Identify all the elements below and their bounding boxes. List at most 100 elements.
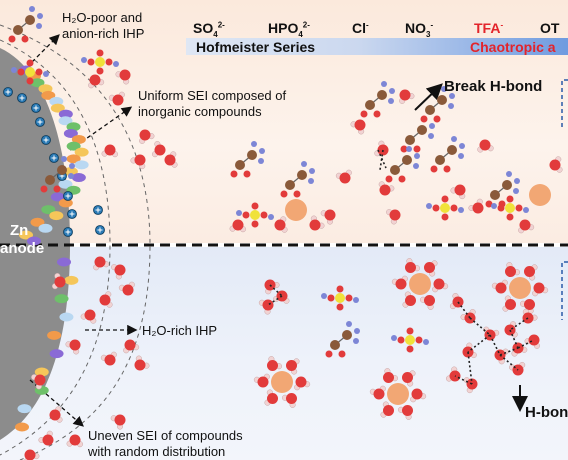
fluorine-atom xyxy=(389,88,395,94)
h-bond-line xyxy=(454,375,473,385)
water-oxygen-atom xyxy=(164,154,176,166)
water-oxygen-atom xyxy=(389,209,401,221)
carbon-atom xyxy=(297,170,307,180)
water-oxygen-atom xyxy=(104,354,116,366)
fluorine-atom xyxy=(251,141,257,147)
sei-particle xyxy=(49,349,64,359)
water-oxygen-atom xyxy=(286,360,297,372)
fluorine-atom xyxy=(353,338,359,344)
water-oxygen-atom xyxy=(119,69,131,81)
water-oxygen-atom xyxy=(114,414,126,426)
h-bond-line xyxy=(517,339,535,349)
carbon-atom xyxy=(45,175,55,185)
sulfur-atom xyxy=(405,335,415,345)
water-oxygen-atom xyxy=(267,392,278,404)
fluorine-atom xyxy=(429,123,435,129)
sei-particle xyxy=(38,223,53,233)
water-oxygen-atom xyxy=(324,209,336,221)
sei-particle xyxy=(66,141,81,151)
nitrogen-atom xyxy=(353,297,359,303)
oxygen-atom xyxy=(441,213,449,221)
water-oxygen-atom xyxy=(134,359,146,371)
water-oxygen-atom xyxy=(533,282,545,294)
water-oxygen-atom xyxy=(405,294,416,306)
arrow-sei-bottom xyxy=(29,379,84,427)
fluorine-atom xyxy=(309,168,315,174)
oxygen-atom xyxy=(336,303,344,311)
oxygen-atom xyxy=(251,202,259,210)
oxygen-atom xyxy=(400,145,408,153)
water-oxygen-atom xyxy=(139,129,151,141)
oxygen-atom xyxy=(443,165,451,173)
label-ihp-top-line1: H₂O-poor and xyxy=(62,10,143,25)
carbon-atom xyxy=(502,180,512,190)
carbon-atom xyxy=(425,105,435,115)
ion-no3: NO3- xyxy=(405,20,434,39)
sei-particle xyxy=(64,275,79,285)
water-oxygen-atom xyxy=(505,266,516,278)
hofmeister-gradient-bar xyxy=(186,38,568,55)
oxygen-atom xyxy=(413,145,421,153)
fluorine-atom xyxy=(458,153,464,159)
water-oxygen-atom xyxy=(379,184,391,196)
water-oxygen-atom xyxy=(69,339,81,351)
oxygen-atom xyxy=(497,204,505,212)
fluorine-atom xyxy=(354,328,360,334)
oxygen-atom xyxy=(406,345,414,353)
carbon-atom xyxy=(435,155,445,165)
arrow-break-hbond xyxy=(414,83,443,111)
nitrogen-atom xyxy=(81,57,87,63)
nitrogen-atom xyxy=(321,293,327,299)
sulfur-atom xyxy=(25,67,35,77)
sei-particle xyxy=(30,217,45,227)
carbon-atom xyxy=(57,165,67,175)
water-oxygen-atom xyxy=(257,376,269,388)
oxygen-atom xyxy=(26,77,34,85)
oxygen-atom xyxy=(8,35,16,43)
water-oxygen-atom xyxy=(114,264,126,276)
oxygen-atom xyxy=(105,58,113,66)
fluorine-atom xyxy=(506,171,512,177)
oxygen-atom xyxy=(325,350,333,358)
water-oxygen-atom xyxy=(373,388,385,400)
water-oxygen-atom xyxy=(34,374,46,386)
sei-particle xyxy=(47,330,62,340)
dynamic-molecules xyxy=(3,6,563,460)
oxygen-atom xyxy=(506,213,514,221)
oxygen-atom xyxy=(251,220,259,228)
fluorine-atom xyxy=(259,148,265,154)
sei-particle xyxy=(57,257,71,267)
water-oxygen-atom xyxy=(549,159,561,171)
fluorine-atom xyxy=(308,178,314,184)
nitrogen-atom xyxy=(236,210,242,216)
fluorine-atom xyxy=(258,158,264,164)
fluorine-atom xyxy=(413,163,419,169)
nitrogen-atom xyxy=(426,203,432,209)
h-bond-line xyxy=(509,329,519,349)
fluorine-atom xyxy=(414,153,420,159)
nitrogen-atom xyxy=(11,67,17,73)
fluorine-atom xyxy=(381,81,387,87)
fluorine-atom xyxy=(301,161,307,167)
fluorine-atom xyxy=(449,93,455,99)
nitrogen-atom xyxy=(268,214,274,220)
h-bond-line xyxy=(489,334,501,356)
water-oxygen-atom xyxy=(524,266,535,278)
nitrogen-atom xyxy=(523,207,529,213)
oxygen-atom xyxy=(432,204,440,212)
sei-particle xyxy=(49,96,64,106)
water-oxygen-atom xyxy=(454,184,466,196)
water-oxygen-atom xyxy=(424,262,435,274)
carbon-atom xyxy=(13,25,23,35)
sulfur-atom xyxy=(505,203,515,213)
carbon-atom xyxy=(25,15,35,25)
water-oxygen-atom xyxy=(122,284,134,296)
water-oxygen-atom xyxy=(24,449,36,460)
oxygen-atom xyxy=(415,336,423,344)
water-oxygen-atom xyxy=(124,339,136,351)
water-oxygen-atom xyxy=(472,202,484,214)
oxygen-atom xyxy=(345,294,353,302)
carbon-atom xyxy=(235,160,245,170)
h-bond-line xyxy=(457,301,471,319)
